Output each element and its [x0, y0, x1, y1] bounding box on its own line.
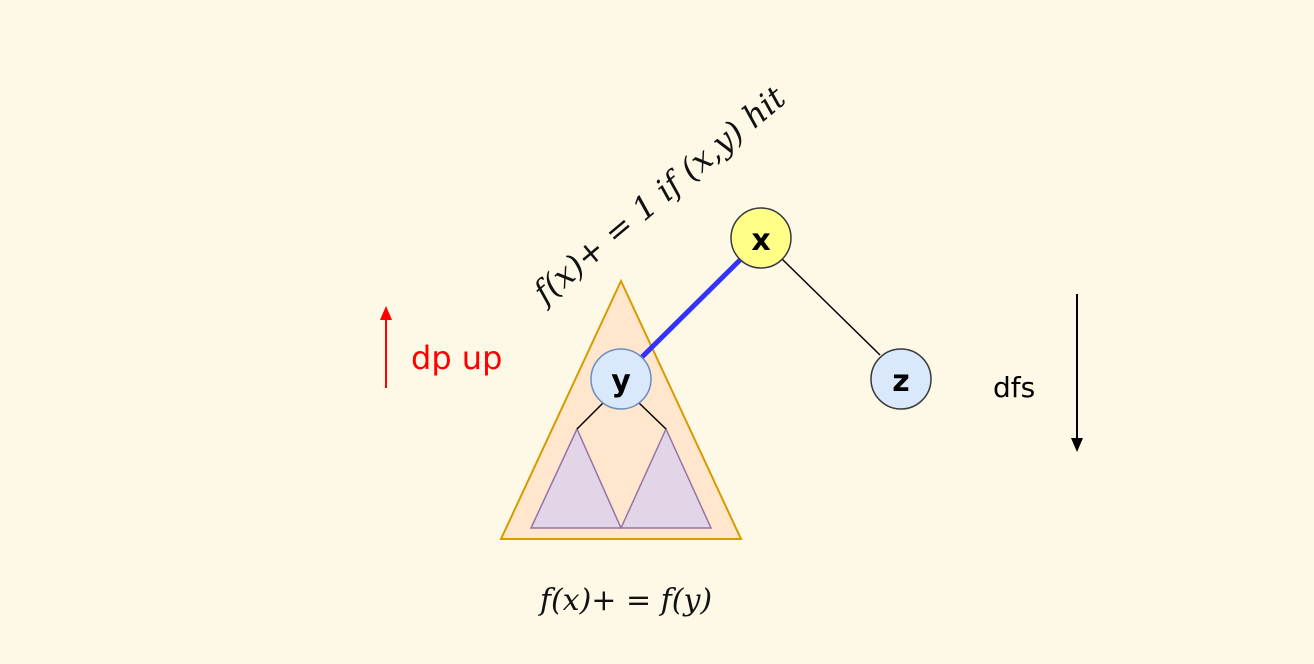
dfs-down-arrow-icon [1071, 294, 1083, 452]
edge-x-y-highlighted [639, 257, 743, 360]
child-subtree-right [619, 427, 713, 529]
dp-up-arrow-icon [380, 306, 392, 388]
edge-x-z [781, 258, 881, 356]
node-y-label: y [611, 364, 631, 399]
dfs-label: dfs [993, 371, 1035, 404]
subtree-formula: f(x)+ = f(y) [538, 583, 712, 618]
child-subtree-left [529, 427, 623, 529]
node-y: y [590, 348, 652, 410]
dp-up-label: dp up [411, 339, 502, 377]
node-x: x [730, 207, 792, 269]
node-z: z [870, 348, 932, 410]
node-x-label: x [751, 223, 770, 258]
node-z-label: z [892, 364, 909, 399]
edge-y-left [576, 401, 605, 430]
edge-y-right [637, 401, 667, 430]
